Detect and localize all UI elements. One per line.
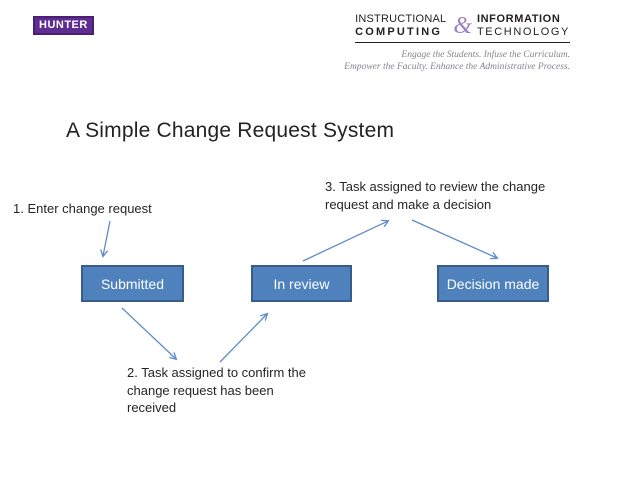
hunter-logo: HUNTER <box>33 16 94 35</box>
tagline-line-1: Engage the Students. Infuse the Curricul… <box>401 50 570 60</box>
slide-title: A Simple Change Request System <box>66 119 395 142</box>
annotation-step-2: 2. Task assigned to confirm the change r… <box>127 364 306 417</box>
arrow-in-review-to-step3 <box>302 221 388 262</box>
icit-computing-text: COMPUTING <box>355 26 443 38</box>
arrow-step3-to-decision <box>411 219 497 258</box>
ampersand-icon: & <box>453 13 472 39</box>
step2-line-3: received <box>127 400 177 415</box>
state-box-in-review: In review <box>251 265 352 302</box>
arrow-step2-to-in-review <box>219 314 267 363</box>
step3-line-2: request and make a decision <box>325 196 492 212</box>
state-box-decision-made: Decision made <box>437 265 549 302</box>
step2-line-1: 2. Task assigned to confirm the <box>127 365 306 380</box>
icit-logo-left-text: INSTRUCTIONAL COMPUTING <box>355 13 446 39</box>
icit-technology-text: TECHNOLOGY <box>476 26 570 38</box>
icit-logo-right-text: INFORMATION TECHNOLOGY <box>477 13 570 39</box>
arrow-step1-to-submitted <box>103 220 111 256</box>
icit-tagline: Engage the Students. Infuse the Curricul… <box>344 50 570 73</box>
tagline-line-2: Empower the Faculty. Enhance the Adminis… <box>344 61 570 72</box>
arrow-submitted-to-step2 <box>121 307 176 359</box>
step3-line-1: 3. Task assigned to review the change <box>325 179 546 194</box>
icit-instructional-text: INSTRUCTIONAL <box>355 13 447 25</box>
icit-information-text: INFORMATION <box>476 13 561 25</box>
step2-line-2: change request has been <box>127 382 274 398</box>
annotation-step-1: 1. Enter change request <box>13 201 152 216</box>
icit-logo: INSTRUCTIONAL COMPUTING & INFORMATION TE… <box>355 13 570 43</box>
annotation-step-3: 3. Task assigned to review the change re… <box>325 178 545 213</box>
state-box-submitted: Submitted <box>81 265 184 302</box>
